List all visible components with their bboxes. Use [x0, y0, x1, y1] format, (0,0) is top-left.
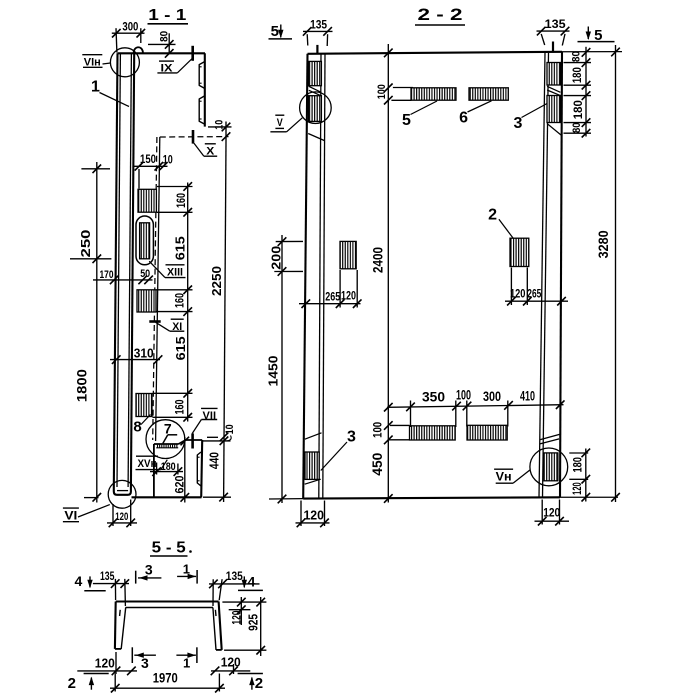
svg-text:615: 615	[173, 236, 188, 260]
svg-text:180: 180	[572, 67, 584, 83]
svg-text:3: 3	[347, 428, 356, 445]
svg-text:135: 135	[545, 17, 566, 31]
svg-text:1450: 1450	[265, 356, 280, 387]
svg-text:V: V	[277, 117, 284, 129]
svg-text:120: 120	[303, 508, 324, 522]
svg-text:135: 135	[100, 569, 115, 583]
svg-text:100: 100	[456, 387, 471, 403]
svg-text:5 - 5: 5 - 5	[152, 540, 186, 557]
svg-text:3: 3	[145, 562, 153, 578]
svg-text:615: 615	[173, 336, 188, 360]
svg-text:4: 4	[248, 574, 256, 590]
svg-text:200: 200	[269, 246, 284, 270]
svg-text:4: 4	[75, 573, 83, 589]
svg-text:450: 450	[369, 452, 385, 475]
svg-text:160: 160	[174, 193, 188, 208]
svg-text:6: 6	[459, 109, 468, 126]
svg-text:XI: XI	[172, 321, 182, 333]
svg-text:2400: 2400	[370, 247, 385, 273]
svg-text:2: 2	[488, 207, 497, 224]
svg-text:XIII: XIII	[167, 266, 183, 278]
svg-text:80: 80	[571, 122, 583, 133]
svg-text:1: 1	[91, 79, 100, 96]
svg-text:135: 135	[310, 19, 328, 31]
svg-text:5: 5	[402, 112, 411, 129]
svg-text:3280: 3280	[596, 230, 611, 258]
svg-text:135: 135	[226, 569, 243, 583]
svg-text:10: 10	[214, 120, 226, 130]
svg-text:120: 120	[229, 610, 243, 624]
svg-text:5: 5	[271, 23, 279, 40]
svg-text:180: 180	[570, 457, 584, 473]
svg-text:X: X	[206, 145, 215, 157]
svg-text:120: 120	[95, 657, 115, 671]
svg-text:620: 620	[173, 475, 187, 493]
svg-text:150: 150	[140, 154, 156, 166]
svg-text:1 - 1: 1 - 1	[148, 7, 186, 24]
svg-text:1: 1	[183, 656, 190, 671]
svg-text:300: 300	[483, 388, 501, 404]
svg-text:8: 8	[133, 419, 141, 436]
svg-text:80: 80	[158, 31, 170, 42]
svg-text:5: 5	[594, 27, 602, 44]
svg-text:2250: 2250	[209, 266, 224, 296]
svg-text:1800: 1800	[74, 369, 89, 402]
svg-text:2: 2	[68, 675, 76, 692]
svg-text:180: 180	[161, 461, 176, 473]
svg-text:IX: IX	[161, 63, 174, 75]
svg-text:120: 120	[570, 482, 584, 495]
svg-text:VIн: VIн	[84, 56, 101, 68]
svg-text:265: 265	[527, 287, 541, 301]
svg-text:10: 10	[163, 155, 173, 167]
svg-text:1970: 1970	[153, 669, 178, 685]
svg-text:120: 120	[341, 288, 356, 302]
svg-text:925: 925	[245, 614, 260, 631]
svg-text:2 - 2: 2 - 2	[418, 5, 463, 24]
svg-text:120: 120	[221, 656, 241, 670]
svg-text:410: 410	[520, 388, 535, 404]
svg-text:7: 7	[164, 420, 172, 436]
svg-text:50: 50	[140, 268, 150, 280]
svg-text:VI: VI	[64, 509, 77, 523]
svg-text:3: 3	[141, 655, 149, 671]
svg-text:100: 100	[372, 422, 384, 438]
svg-text:350: 350	[422, 389, 445, 405]
svg-text:120: 120	[510, 287, 526, 301]
svg-text:80: 80	[571, 51, 583, 62]
svg-text:180: 180	[573, 100, 585, 119]
svg-text:10: 10	[224, 424, 236, 434]
svg-text:2: 2	[255, 675, 263, 692]
svg-text:250: 250	[79, 229, 93, 257]
svg-text:Vн: Vн	[496, 470, 512, 484]
svg-text:170: 170	[100, 269, 114, 281]
svg-text:100: 100	[376, 84, 388, 99]
svg-text:265: 265	[325, 290, 340, 304]
svg-text:XVн: XVн	[138, 458, 157, 470]
svg-text:1: 1	[183, 561, 190, 576]
svg-text:310: 310	[134, 345, 154, 360]
svg-text:300: 300	[122, 21, 138, 33]
svg-text:160: 160	[172, 293, 186, 308]
svg-text:120: 120	[543, 506, 560, 520]
svg-text:160: 160	[172, 399, 186, 414]
svg-text:120: 120	[115, 511, 128, 523]
svg-text:3: 3	[513, 115, 522, 132]
svg-text:440: 440	[207, 452, 221, 469]
